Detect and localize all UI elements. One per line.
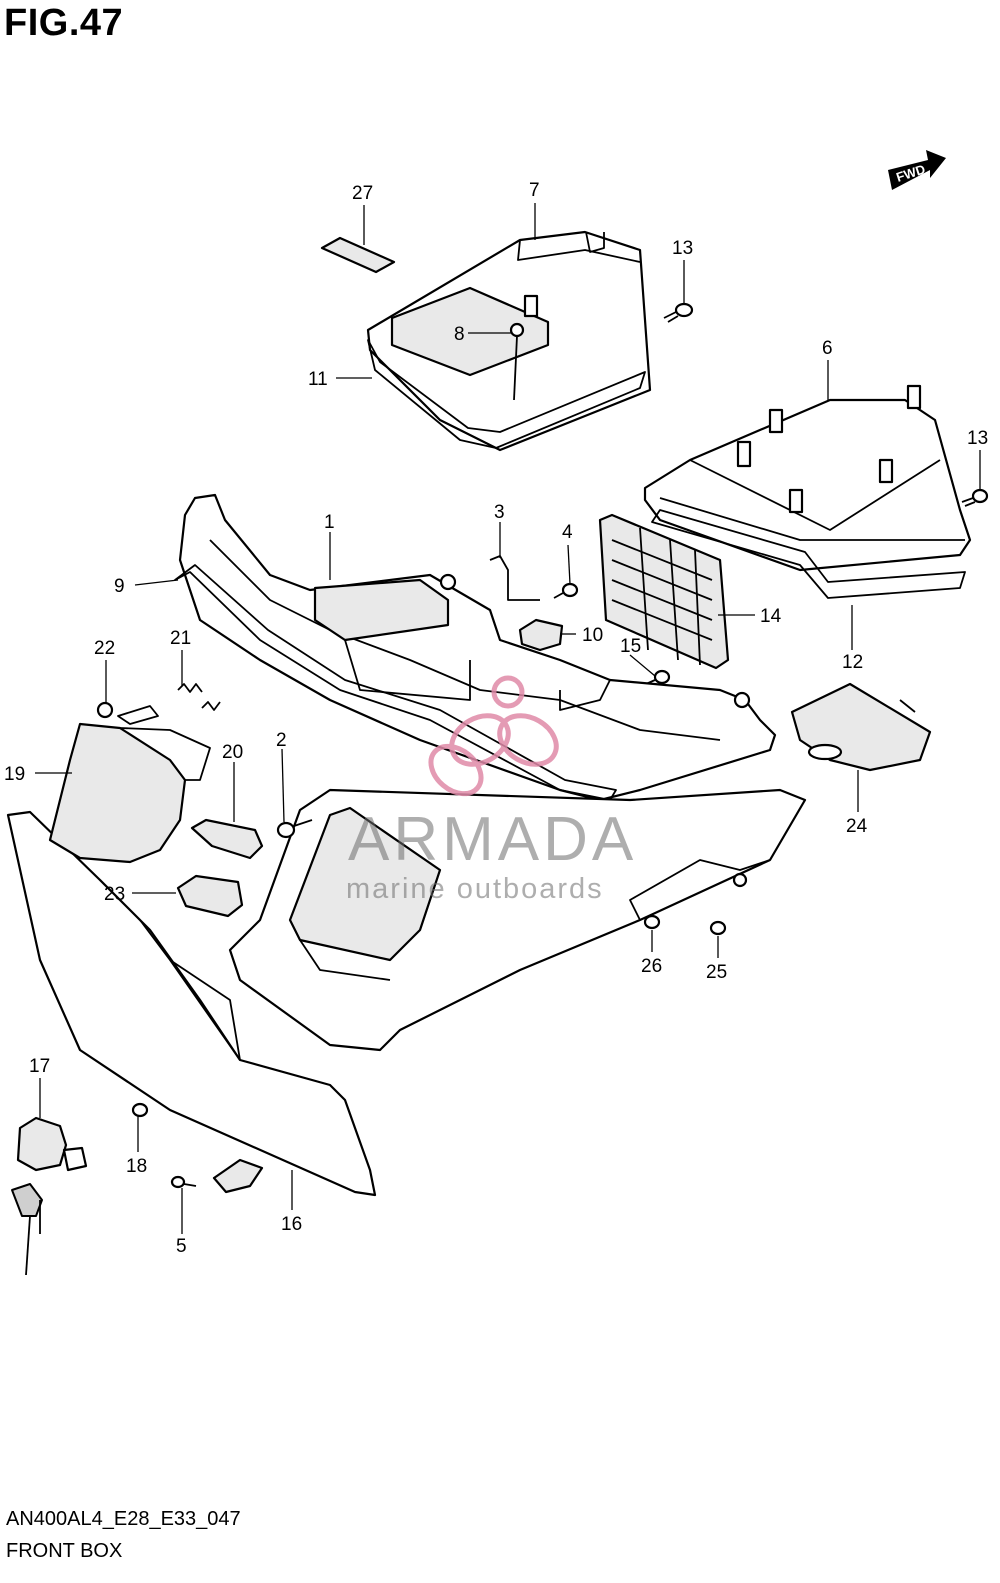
part-14-panel [598, 513, 730, 670]
part-19-cover [48, 722, 211, 864]
part-1-main-frame [178, 493, 777, 802]
callout-23: 23 [104, 884, 125, 905]
part-24-tray [790, 682, 932, 772]
part-4-screw [553, 582, 579, 599]
part-13-bolt-right [961, 488, 989, 507]
part-13-bolt-top [663, 302, 694, 323]
watermark-tagline: marine outboards [346, 873, 604, 905]
callout-17: 17 [29, 1056, 50, 1077]
callout-16: 16 [281, 1214, 302, 1235]
part-26-screw [643, 914, 661, 930]
part-21-spring [177, 683, 221, 711]
callout-22: 22 [94, 638, 115, 659]
callout-15: 15 [620, 636, 641, 657]
part-5-pin [170, 1175, 197, 1189]
callout-27: 27 [352, 183, 373, 204]
part-6-inner-box [643, 384, 972, 572]
hinge-bracket [212, 1158, 264, 1194]
watermark-brand: ARMADA [348, 805, 637, 874]
part-25-screw [709, 920, 727, 936]
part-11-seal [367, 339, 646, 449]
callout-13-top: 13 [672, 238, 693, 259]
part-15-screw [645, 669, 671, 685]
part-9-seal [174, 564, 617, 801]
part-2-bolt [276, 819, 313, 839]
part-17-lock [11, 1116, 88, 1276]
callout-18: 18 [126, 1156, 147, 1177]
callout-7: 7 [529, 180, 540, 201]
callout-25: 25 [706, 962, 727, 983]
callout-21: 21 [170, 628, 191, 649]
callout-8: 8 [454, 324, 465, 345]
part-10-pad [518, 618, 564, 652]
part-7-lid [366, 230, 652, 452]
leader-lines [35, 203, 981, 1234]
callout-5: 5 [176, 1236, 187, 1257]
fwd-label: FWD [894, 161, 927, 184]
callout-12: 12 [842, 652, 863, 673]
part-20-latch [190, 818, 264, 860]
part-8-screw [509, 322, 525, 401]
callout-6: 6 [822, 338, 833, 359]
callout-1: 1 [324, 512, 335, 533]
fwd-arrow-icon: FWD [888, 150, 946, 190]
callout-13-right: 13 [967, 428, 988, 449]
callout-3: 3 [494, 502, 505, 523]
callout-10: 10 [582, 625, 603, 646]
part-23-latch-plate [176, 874, 244, 918]
figure-name: FRONT BOX [6, 1540, 123, 1562]
callout-24: 24 [846, 816, 868, 837]
callout-26: 26 [641, 956, 662, 977]
figure-title: FIG.47 [4, 2, 124, 44]
front-box-lower [228, 788, 807, 1052]
part-12-seal [651, 509, 966, 599]
callout-19: 19 [4, 764, 25, 785]
part-22-clip [96, 701, 159, 725]
callout-11: 11 [308, 369, 328, 390]
callout-4: 4 [562, 522, 573, 543]
part-3-rod [489, 555, 540, 601]
callout-14: 14 [760, 606, 782, 627]
callout-labels: 27 7 13 8 11 6 13 3 4 1 9 14 10 15 12 22… [4, 180, 988, 1257]
armada-logo-icon [428, 675, 559, 797]
part-27-pad [320, 236, 396, 274]
callout-9: 9 [114, 576, 125, 597]
callout-2: 2 [276, 730, 287, 751]
figure-code: AN400AL4_E28_E33_047 [6, 1508, 241, 1530]
part-16-inner-cover [6, 810, 377, 1197]
callout-20: 20 [222, 742, 243, 763]
watermark: ARMADA marine outboards [346, 675, 637, 905]
part-18-screw [131, 1102, 149, 1118]
